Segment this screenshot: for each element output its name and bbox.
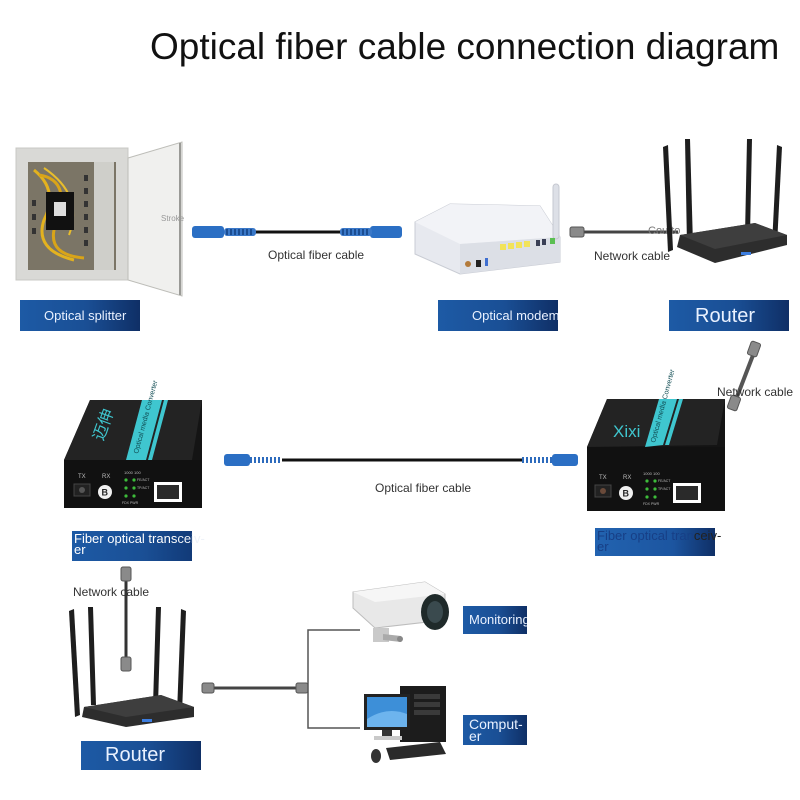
sc-connector-icon [340,226,402,238]
fiber-transceiver-right-icon: Optical media Converter Xixi TX RX 1000 … [587,368,725,511]
svg-text:B: B [102,488,109,498]
optical-fiber-cable-label-2: Optical fiber cable [375,481,472,495]
svg-text:RX: RX [623,475,631,481]
optical-splitter-label: Optical splitter [20,300,140,331]
security-camera-icon [352,581,449,642]
optical-fiber-cable-2 [224,454,578,466]
svg-text:FE/ACT: FE/ACT [658,479,671,483]
sc-connector-icon [522,454,578,466]
svg-text:TP/ACT: TP/ACT [658,487,671,491]
network-cable-label-right: Network cable [717,385,794,399]
stroke-label: Stroke [161,214,185,223]
svg-text:RX: RX [102,474,110,480]
router-top-icon [663,139,787,263]
rj45-connector-icon [569,226,585,238]
brand-logo: Xixi [613,422,640,441]
computer-label: Comput- er [463,715,527,745]
svg-text:TX: TX [78,474,86,480]
svg-text:TP/ACT: TP/ACT [137,486,150,490]
fiber-transceiver-left-icon: Optical media Converter 迈伸 TX RX 1000 10… [64,379,202,508]
network-cable-bottom [201,682,309,694]
svg-text:FDX PWR: FDX PWR [122,501,139,505]
network-cable-right [726,340,762,412]
desktop-computer-icon [364,686,446,763]
router-bottom-label: Router [81,741,201,770]
network-cable-label-1: Network cable [594,249,671,263]
network-cable-left [120,566,132,672]
rj45-connector-icon [746,340,762,358]
network-cable-1 [569,226,678,238]
diagram-title: Optical fiber cable connection diagram [150,26,780,67]
svg-text:1000 100: 1000 100 [643,471,660,476]
svg-text:FE/ACT: FE/ACT [137,478,150,482]
sc-connector-icon [224,454,282,466]
rj45-connector-icon [201,682,215,694]
optical-fiber-cable-label-1: Optical fiber cable [268,248,365,262]
optical-splitter-cabinet-icon [15,141,183,297]
fiber-transceiver-left-label: Fiber optical transceiv- er [72,531,205,561]
svg-text:TX: TX [599,475,607,481]
svg-text:1000 100: 1000 100 [124,470,141,475]
svg-text:FDX PWR: FDX PWR [643,502,660,506]
network-cable-label-left: Network cable [73,585,150,599]
sc-connector-icon [192,226,256,238]
network-cable-overlay-text: Cou to [648,225,681,237]
rj45-connector-icon [120,656,132,672]
optical-fiber-cable-1 [192,226,402,238]
monitoring-label: Monitoring [463,606,527,634]
router-bottom-icon [69,607,194,727]
optical-modem-label: Optical modem [438,300,558,331]
fiber-transceiver-right-label: Fiber optical tranceiv- er [595,528,722,556]
branch-connector-lines [307,629,360,729]
rj45-connector-icon [120,566,132,582]
rj45-connector-icon [726,394,742,412]
optical-modem-icon [414,183,561,275]
router-top-label: Router [669,300,789,331]
svg-text:B: B [623,489,630,499]
